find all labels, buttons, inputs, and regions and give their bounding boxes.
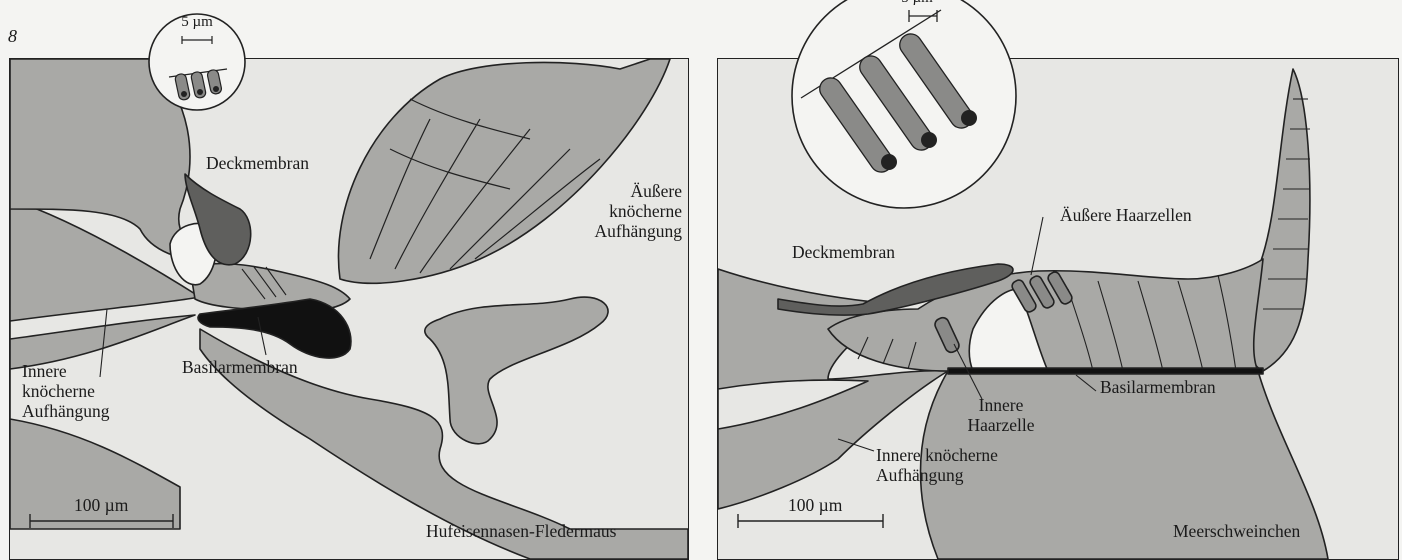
left-inner-support-label: Innere knöcherne Aufhängung bbox=[22, 361, 109, 421]
right-inner-support-label: Innere knöcherne Aufhängung bbox=[876, 445, 998, 485]
left-scale-label: 100 µm bbox=[74, 495, 128, 515]
right-inset-drawing bbox=[791, 0, 1017, 220]
left-basilar-label: Basilarmembran bbox=[182, 357, 298, 377]
left-tectorial-label: Deckmembran bbox=[206, 153, 309, 173]
bat-cochlea-panel: Deckmembran Äußere knöcherne Aufhängung … bbox=[9, 58, 689, 560]
organ-of-corti bbox=[828, 259, 1263, 371]
left-inset-magnifier: 5 µm bbox=[147, 12, 247, 112]
right-scale-bar bbox=[738, 514, 883, 528]
right-outer-hair-cells-label: Äußere Haarzellen bbox=[1060, 205, 1192, 225]
outer-bony-support bbox=[425, 297, 608, 444]
right-tectorial-label: Deckmembran bbox=[792, 242, 895, 262]
bat-cochlea-drawing bbox=[10, 59, 688, 559]
right-scale-label: 100 µm bbox=[788, 495, 842, 515]
right-basilar-label: Basilarmembran bbox=[1100, 377, 1216, 397]
left-inset-scale-label: 5 µm bbox=[167, 12, 227, 32]
figure-number: 8 bbox=[8, 26, 17, 47]
right-inner-hair-cell-label: Innere Haarzelle bbox=[946, 395, 1056, 435]
left-outer-support-label: Äußere knöcherne Aufhängung bbox=[570, 181, 682, 241]
spiral-ligament bbox=[338, 59, 670, 283]
basilar-membrane bbox=[948, 368, 1263, 374]
right-inset-scale-label: 5 µm bbox=[887, 0, 947, 8]
right-inset-magnifier: 5 µm bbox=[791, 0, 1017, 220]
right-species-label: Meerschweinchen bbox=[1173, 521, 1300, 541]
left-species-label: Hufeisennasen-Fledermaus bbox=[426, 521, 617, 541]
spiral-ligament bbox=[1247, 69, 1310, 371]
